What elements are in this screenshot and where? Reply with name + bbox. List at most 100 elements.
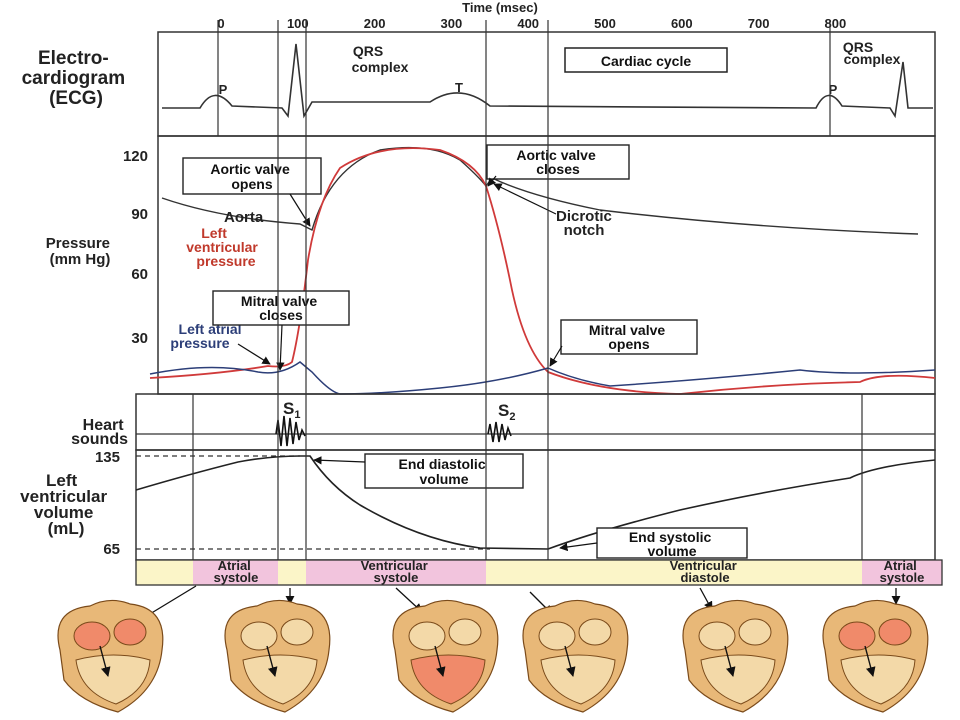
heart-figure <box>682 599 789 713</box>
volume-tick-65: 65 <box>103 541 120 558</box>
heart-ventricles <box>75 654 151 705</box>
lv-pressure-label: Left ventricular pressure <box>186 225 261 269</box>
mitral-opens-label: Mitral valve opens <box>589 322 669 352</box>
la-pressure-curve <box>149 361 936 395</box>
blood-flow-arrow <box>99 645 111 677</box>
phase-bar-atrial-systole-1 <box>193 560 278 585</box>
aortic-opens-box <box>182 157 322 195</box>
time-tick-label: 600 <box>671 16 693 31</box>
ecg-p-label: P <box>219 82 228 97</box>
dicrotic-notch-leader <box>493 183 557 215</box>
aortic-closes-leader <box>487 175 497 187</box>
time-tick-label: 400 <box>517 16 539 31</box>
heart-sounds-panel: Heart sounds S1 S2 <box>71 393 936 451</box>
time-axis-title: Time (msec) <box>462 0 538 15</box>
heart-illustrations <box>57 585 929 713</box>
pressure-ticks: 120 90 60 30 <box>123 148 148 347</box>
mitral-opens-box <box>560 319 698 355</box>
heart-atria <box>698 621 736 651</box>
ecg-qrs-label: QRS complex <box>352 43 409 75</box>
la-pressure-leader <box>237 343 271 365</box>
atrial-systole-1-label: Atrial systole <box>214 558 259 585</box>
heart-figures <box>57 599 929 713</box>
blood-flow-arrow <box>564 645 576 677</box>
edv-box <box>364 453 524 489</box>
heart-figure <box>392 599 499 713</box>
ventricular-systole-label: Ventricular systole <box>361 558 432 585</box>
volume-panel: Left ventricular volume (mL) 135 65 End … <box>20 449 936 561</box>
cardiac-cycle-box <box>564 47 728 73</box>
pressure-panel: Pressure (mm Hg) 120 90 60 30 Aorta Left… <box>46 135 936 395</box>
heart-sounds-label: Heart sounds <box>71 417 128 448</box>
ventricular-diastole-label: Ventricular diastole <box>670 558 741 585</box>
dicrotic-notch-label: Dicrotic notch <box>556 208 616 239</box>
s1-label: S1 <box>283 399 300 421</box>
volume-tick-135: 135 <box>95 449 120 466</box>
ecg-p2-label: P <box>829 82 838 97</box>
heart-ventricles <box>410 654 486 705</box>
blood-flow-arrow <box>864 645 876 677</box>
phase-bar-frame <box>135 559 943 586</box>
heart-ventricles <box>242 654 318 705</box>
s2-sound-burst <box>487 421 512 443</box>
ecg-frame <box>157 31 936 137</box>
time-tick-label: 100 <box>287 16 309 31</box>
esv-leader <box>559 542 598 552</box>
aortic-opens-leader <box>289 193 311 227</box>
ecg-qrs2-label: QRS complex <box>843 39 901 67</box>
lv-volume-curve <box>135 455 936 550</box>
volume-axis-label: Left ventricular volume (mL) <box>20 471 112 538</box>
heart-figure <box>822 599 929 713</box>
time-tick-label: 800 <box>825 16 847 31</box>
heart-atria <box>578 618 612 646</box>
heart-figure <box>224 599 331 713</box>
edv-leader <box>313 456 366 465</box>
heart-atria <box>280 618 314 646</box>
pressure-axis-label: Pressure (mm Hg) <box>46 235 114 268</box>
blood-flow-arrow <box>724 645 736 677</box>
s1-sound-burst <box>275 415 306 447</box>
mitral-closes-box <box>212 290 350 326</box>
edv-label: End diastolic volume <box>398 456 489 487</box>
blood-flow-arrow <box>266 645 278 677</box>
mitral-closes-leader <box>276 324 285 371</box>
heart-atria <box>448 618 482 646</box>
blood-flow-arrow <box>434 645 446 677</box>
heart-atria <box>73 621 111 651</box>
phase-bar-atrial-systole-2 <box>862 560 942 585</box>
ecg-trace <box>162 43 933 119</box>
time-tick-label: 300 <box>441 16 463 31</box>
cardiac-cycle-label: Cardiac cycle <box>601 53 691 69</box>
heart-atria <box>408 621 446 651</box>
heart-atria <box>878 618 912 646</box>
phase-bar-yellow-2 <box>278 560 306 585</box>
mitral-opens-leader <box>549 345 563 367</box>
mitral-closes-label: Mitral valve closes <box>241 293 321 323</box>
aortic-pressure-curve <box>161 146 919 235</box>
heart-ventricles <box>540 654 616 705</box>
phase-divider-lines <box>192 20 863 585</box>
aorta-label: Aorta <box>224 209 264 226</box>
time-tick-label: 500 <box>594 16 616 31</box>
heart-sounds-frame <box>135 393 936 451</box>
aortic-opens-label: Aortic valve opens <box>210 161 293 192</box>
ecg-t-label: T <box>455 80 463 95</box>
heart-figure <box>57 599 164 713</box>
time-tick-label: 0 <box>217 16 224 31</box>
aortic-closes-label: Aortic valve closes <box>516 147 599 177</box>
phase-bar-ventricular-systole <box>306 560 486 585</box>
heart-atria <box>113 618 147 646</box>
heart-atria <box>738 618 772 646</box>
phase-bar-yellow-3 <box>486 560 548 585</box>
ecg-panel: Electro- cardiogram (ECG) P T P QRS comp… <box>22 31 936 137</box>
ecg-label: Electro- cardiogram (ECG) <box>22 48 131 109</box>
aortic-closes-box <box>486 144 630 180</box>
heart-atria <box>838 621 876 651</box>
phase-bar-yellow-1 <box>136 560 193 585</box>
atrial-systole-2-label: Atrial systole <box>880 558 925 585</box>
phase-bar-ventricular-diastole <box>548 560 862 585</box>
pressure-tick-60: 60 <box>131 266 148 283</box>
